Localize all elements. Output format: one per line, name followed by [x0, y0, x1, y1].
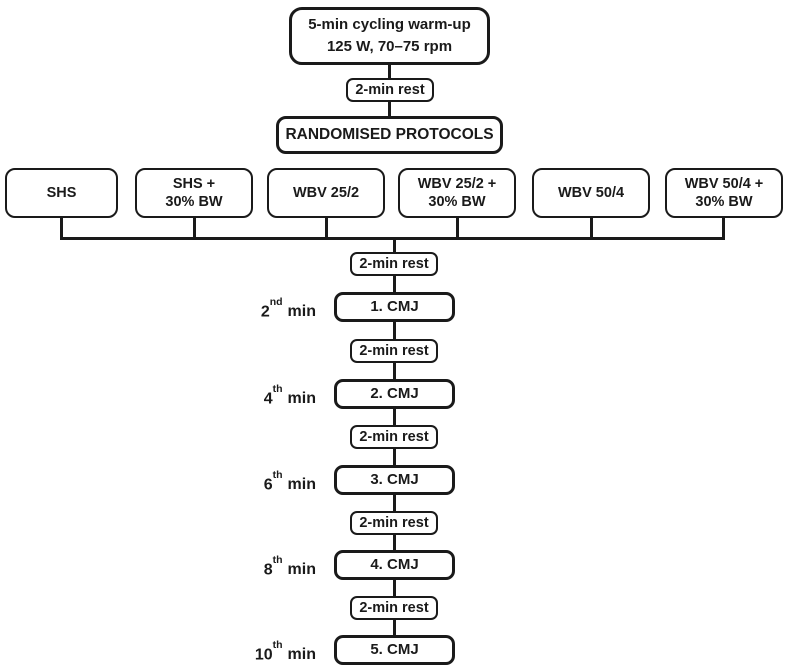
connector-warmup-rest: [388, 64, 391, 79]
rest-box-2: 2-min rest: [350, 339, 438, 363]
connector-protocol-3: [325, 216, 328, 238]
connector-cmj2-rest3: [393, 408, 396, 426]
connector-protocol-2: [193, 216, 196, 238]
min-word: min: [287, 561, 316, 579]
warmup-line1: 5-min cycling warm-up: [308, 16, 471, 33]
ordinal-suffix: th: [272, 383, 283, 396]
side-label-2nd-min: 2ndmin: [180, 296, 316, 321]
connector-rest4-cmj4: [393, 534, 396, 551]
connector-rest3-cmj3: [393, 448, 396, 466]
minute-value: 6: [263, 476, 273, 494]
rest-box-1: 2-min rest: [350, 252, 438, 276]
minute-value: 8: [263, 561, 273, 579]
connector-protocol-6: [722, 216, 725, 238]
protocol-box-shs-30bw: SHS + 30% BW: [135, 168, 253, 218]
cmj-box-4: 4. CMJ: [334, 550, 455, 580]
ordinal-suffix: th: [272, 469, 283, 482]
rest-box-5: 2-min rest: [350, 596, 438, 620]
cmj-box-2: 2. CMJ: [334, 379, 455, 409]
connector-rest1-cmj1: [393, 275, 396, 293]
min-word: min: [287, 476, 316, 494]
side-label-10th-min: 10thmin: [180, 639, 316, 664]
warmup-line2: 125 W, 70–75 rpm: [326, 38, 453, 55]
connector-bus-center: [393, 239, 396, 253]
rest-box-warmup: 2-min rest: [346, 78, 434, 102]
connector-cmj3-rest4: [393, 494, 396, 512]
protocol-box-wbv-50-4: WBV 50/4: [532, 168, 650, 218]
ordinal-suffix: th: [272, 639, 283, 652]
min-word: min: [287, 303, 316, 321]
cmj-box-5: 5. CMJ: [334, 635, 455, 665]
connector-rest-randomised: [388, 101, 391, 117]
side-label-8th-min: 8thmin: [180, 554, 316, 579]
minute-value: 2: [260, 303, 270, 321]
minute-value: 4: [263, 390, 273, 408]
protocol-box-wbv-50-4-30bw: WBV 50/4 + 30% BW: [665, 168, 783, 218]
cmj-box-3: 3. CMJ: [334, 465, 455, 495]
warmup-box: 5-min cycling warm-up 125 W, 70–75 rpm: [289, 7, 490, 65]
connector-cmj4-rest5: [393, 579, 396, 597]
minute-value: 10: [254, 646, 273, 664]
connector-rest5-cmj5: [393, 619, 396, 636]
rest-box-4: 2-min rest: [350, 511, 438, 535]
connector-cmj1-rest2: [393, 321, 396, 340]
cmj-box-1: 1. CMJ: [334, 292, 455, 322]
protocol-box-wbv-25-2-30bw: WBV 25/2 + 30% BW: [398, 168, 516, 218]
ordinal-suffix: th: [272, 554, 283, 567]
side-label-4th-min: 4thmin: [180, 383, 316, 408]
connector-protocol-5: [590, 216, 593, 238]
connector-bus: [60, 237, 725, 240]
connector-protocol-4: [456, 216, 459, 238]
connector-rest2-cmj2: [393, 362, 396, 380]
protocol-box-shs: SHS: [5, 168, 118, 218]
connector-protocol-1: [60, 216, 63, 238]
randomised-protocols-box: RANDOMISED PROTOCOLS: [276, 116, 503, 154]
side-label-6th-min: 6thmin: [180, 469, 316, 494]
min-word: min: [287, 646, 316, 664]
ordinal-suffix: nd: [269, 296, 283, 309]
protocol-box-wbv-25-2: WBV 25/2: [267, 168, 385, 218]
min-word: min: [287, 390, 316, 408]
rest-box-3: 2-min rest: [350, 425, 438, 449]
